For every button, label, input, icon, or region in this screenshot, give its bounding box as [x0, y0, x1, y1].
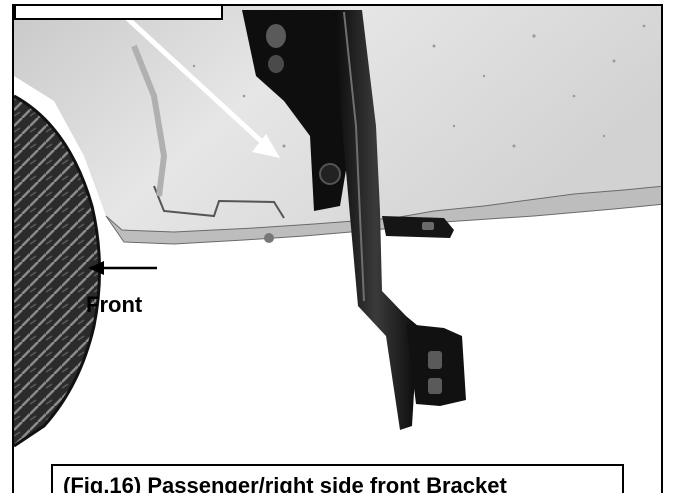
fastener-bolt — [264, 233, 274, 243]
pinch-weld-flange — [105, 185, 661, 245]
tab-bracket — [382, 216, 454, 238]
front-direction-label: Front — [86, 292, 143, 317]
diagonal-pointer-arrow-icon — [112, 6, 280, 158]
figure-caption: (Fig.16) Passenger/right side front Brac… — [63, 473, 507, 493]
foot-slot-upper — [428, 351, 442, 369]
panel-rib — [131, 44, 168, 197]
bracket-hole-lower — [268, 55, 284, 73]
vehicle-underside-photo — [12, 4, 663, 493]
left-arrow-icon — [88, 261, 157, 275]
panel-crease — [153, 185, 285, 219]
figure-caption-box: (Fig.16) Passenger/right side front Brac… — [51, 464, 624, 493]
tab-bracket-slot — [422, 222, 434, 230]
bracket-hole-upper — [266, 24, 286, 48]
tire-tread — [14, 96, 100, 446]
bracket-highlight — [343, 11, 365, 302]
photo-illustration — [14, 6, 661, 493]
panel-speckles — [192, 24, 646, 148]
callout-box — [14, 6, 223, 20]
foot-slot-lower — [428, 378, 442, 394]
bracket-nut — [319, 163, 341, 185]
